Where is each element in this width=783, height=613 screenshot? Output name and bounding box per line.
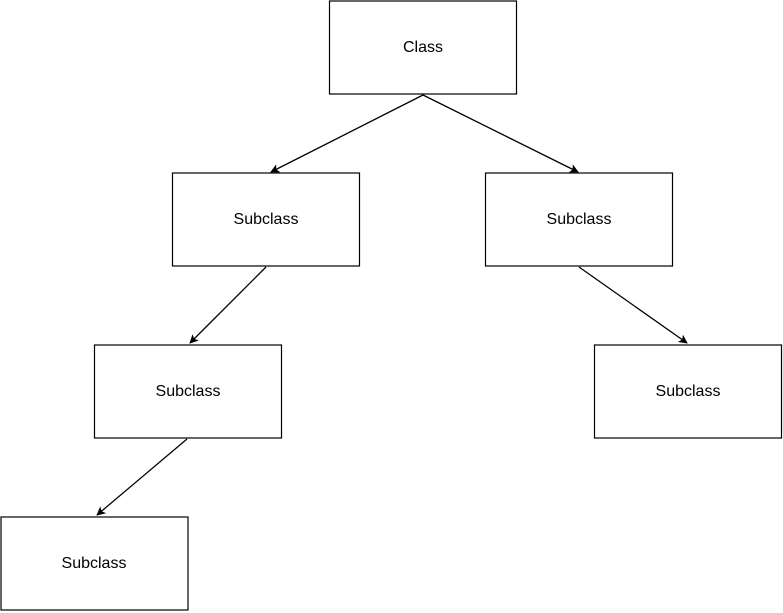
node-class-label: Class	[403, 39, 443, 56]
node-subclass-right[interactable]: Subclass	[484, 172, 674, 267]
node-subclass-great-grandchild-label: Subclass	[62, 555, 127, 572]
edge-class-to-left-subclass	[270, 94, 424, 173]
node-subclass-great-grandchild[interactable]: Subclass	[0, 516, 189, 611]
edge-left-subclass-to-left-grandchild	[189, 266, 267, 344]
node-subclass-right-grandchild[interactable]: Subclass	[593, 344, 783, 439]
node-subclass-right-grandchild-label: Subclass	[656, 383, 721, 400]
node-class[interactable]: Class	[328, 0, 518, 95]
node-subclass-left-grandchild[interactable]: Subclass	[93, 344, 283, 439]
node-subclass-left-label: Subclass	[234, 211, 299, 228]
node-subclass-right-label: Subclass	[547, 211, 612, 228]
edge-left-grandchild-to-great-grandchild	[96, 438, 188, 516]
node-subclass-left-grandchild-label: Subclass	[156, 383, 221, 400]
edge-right-subclass-to-right-grandchild	[578, 266, 688, 344]
edge-class-to-right-subclass	[422, 94, 579, 173]
node-subclass-left[interactable]: Subclass	[171, 172, 361, 267]
